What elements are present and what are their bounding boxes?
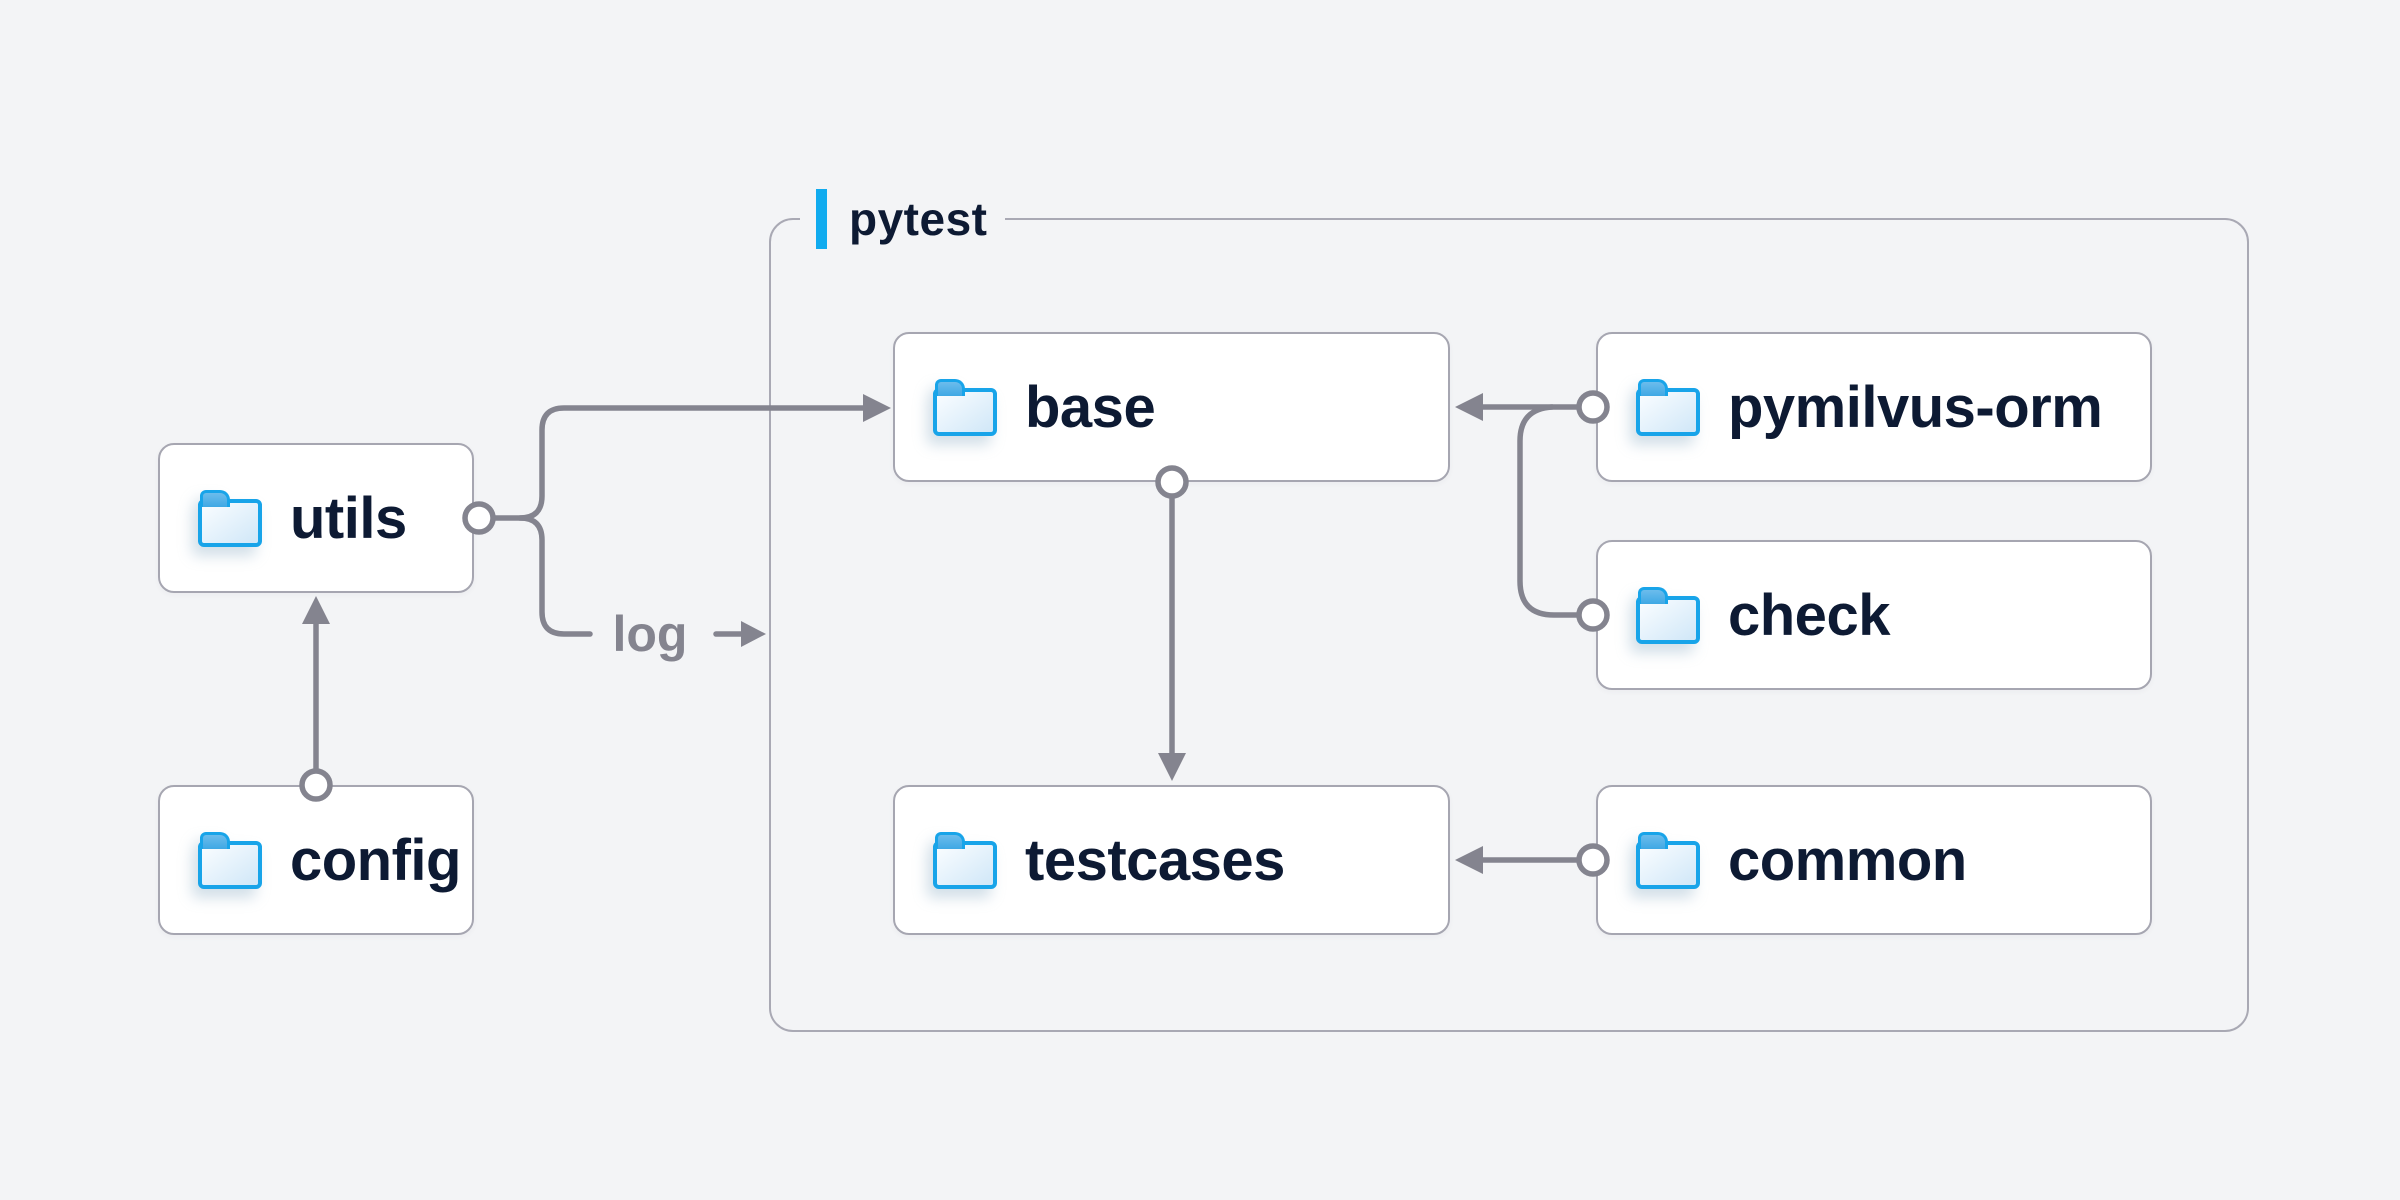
node-testcases-label: testcases <box>1025 827 1285 893</box>
edge-config-utils <box>299 596 333 802</box>
folder-icon <box>933 832 997 889</box>
node-config-label: config <box>290 827 461 893</box>
node-utils-label: utils <box>290 485 407 551</box>
folder-icon <box>933 379 997 436</box>
node-utils: utils <box>158 443 474 593</box>
folder-icon <box>1636 587 1700 644</box>
folder-icon <box>1636 379 1700 436</box>
node-common-label: common <box>1728 827 1967 893</box>
node-pymilvus-orm-label: pymilvus-orm <box>1728 374 2103 440</box>
log-edge-label: log <box>612 606 688 662</box>
node-config: config <box>158 785 474 935</box>
node-check: check <box>1596 540 2152 690</box>
accent-bar-icon <box>816 189 827 249</box>
node-check-label: check <box>1728 582 1890 648</box>
pytest-group-label: pytest <box>800 188 1006 250</box>
node-pymilvus-orm: pymilvus-orm <box>1596 332 2152 482</box>
node-base: base <box>893 332 1450 482</box>
node-common: common <box>1596 785 2152 935</box>
node-base-label: base <box>1025 374 1156 440</box>
folder-icon <box>198 490 262 547</box>
pytest-group-title: pytest <box>849 193 988 245</box>
folder-icon <box>198 832 262 889</box>
node-testcases: testcases <box>893 785 1450 935</box>
folder-icon <box>1636 832 1700 889</box>
pytest-group-outline <box>769 218 2249 1032</box>
